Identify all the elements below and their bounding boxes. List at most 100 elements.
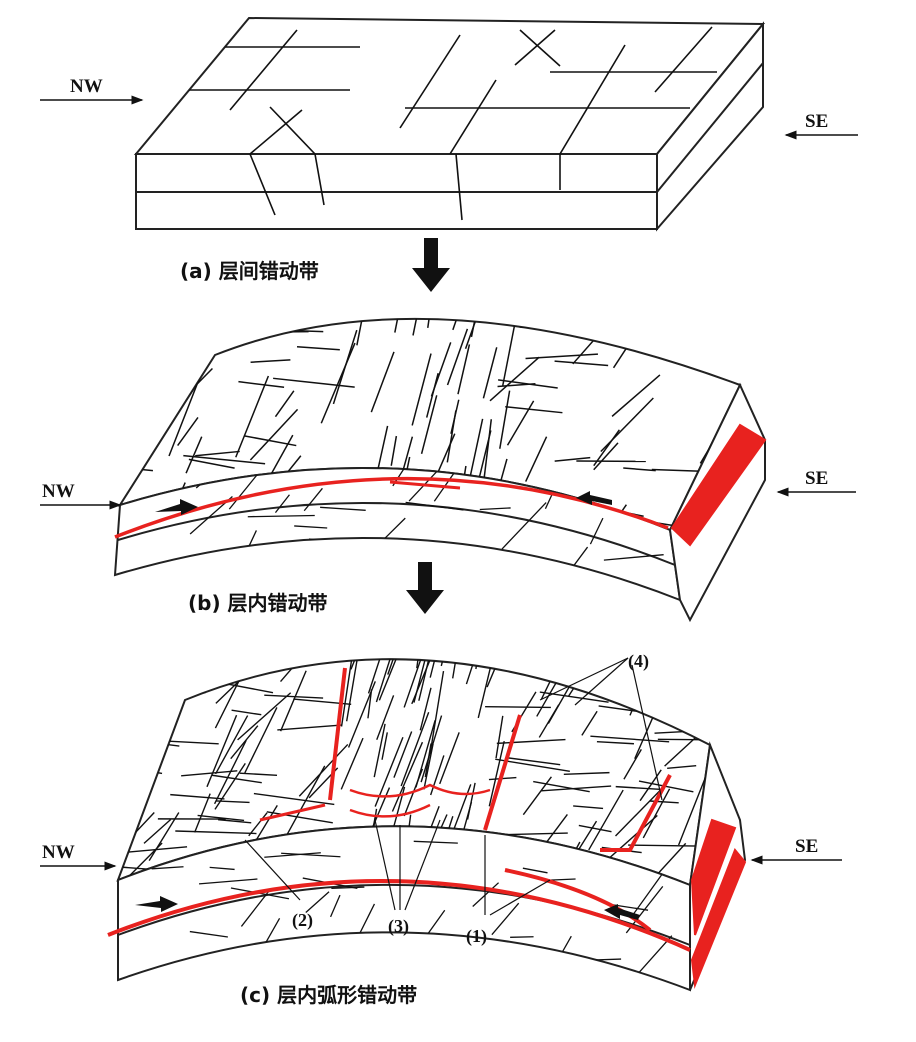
fracture-line [457,344,471,395]
fracture-line [255,944,274,981]
fracture-line [125,342,163,347]
fracture-line [683,703,702,731]
fracture-line [256,637,289,642]
fracture-line [477,591,509,599]
fracture-line [120,423,142,456]
nw-label: NW [42,842,75,863]
fracture-line [118,701,140,745]
fracture-line [593,442,619,471]
fracture-line [253,792,335,806]
fracture-line [504,832,568,836]
fracture-line [420,395,438,455]
fracture-line [347,681,376,748]
fracture-line [213,740,247,805]
panel-a-front-fractures [249,153,561,221]
fracture-line [578,824,612,833]
fracture-line [590,735,670,743]
fracture-line [175,830,257,835]
fracture-line [205,659,223,666]
fracture-line [623,467,656,472]
fracture-line [429,755,445,796]
fracture-line [149,318,192,323]
fracture-line [273,377,355,388]
fracture-line [264,694,324,699]
fracture-line [638,842,687,885]
fracture-line [405,501,464,511]
fracture-line [209,866,235,871]
fracture-line [148,812,180,861]
fracture-line [581,710,598,736]
fracture-line [131,659,185,679]
fracture-line [235,375,270,458]
se-label: SE [805,468,828,489]
se-arrow-b: SE [776,468,856,497]
fracture-line [499,390,511,449]
fracture-line [244,707,278,774]
fracture-line [471,973,497,990]
fracture-line [216,800,250,804]
fracture-line [634,712,656,760]
fracture-line [522,867,548,874]
fracture-line [579,659,625,687]
fracture-line [268,624,319,630]
fracture-line [128,323,154,345]
nw-label: NW [42,481,75,502]
fracture-line [123,415,163,423]
fracture-line [305,891,330,913]
fracture-line [139,637,174,644]
fracture-line [188,458,235,469]
fracture-line [390,435,398,466]
fracture-line [533,780,590,793]
caption-b: (b) 层内错动带 [188,591,328,615]
fracture-line [211,774,262,784]
fracture-line [534,618,574,621]
fracture-line [198,878,258,885]
fracture-line [120,333,164,398]
red-fault-line-b [114,476,669,539]
fracture-line [244,435,297,447]
fracture-line [118,806,135,839]
fracture-line [257,639,325,640]
fracture-line [608,669,628,701]
fracture-line [472,882,500,908]
fracture-line [143,818,172,844]
fracture-line [249,408,299,461]
fracture-line [378,659,403,701]
fracture-line [523,659,595,661]
fracture-line [266,811,333,824]
fracture-line [118,715,175,722]
fracture-line [482,347,498,399]
fracture-line [193,627,268,628]
fracture-line [475,611,490,656]
fracture-line [340,737,364,790]
fracture-line [298,743,349,797]
shear-arrow-right [604,904,640,920]
fracture-line [461,801,473,835]
fracture-line [436,318,452,320]
fracture-line [331,886,365,890]
fracture-line [495,715,504,759]
fracture-line [637,935,673,974]
caption-c: (c) 层内弧形错动带 [240,983,417,1007]
fracture-line [272,624,322,632]
fracture-line [151,866,184,870]
fracture-line [411,353,432,426]
fracture-line [277,724,342,731]
fracture-line [281,852,341,858]
fracture-line [387,659,410,675]
fracture-line [120,659,166,665]
fracture-line [177,416,199,446]
red-fault-face-lower [690,848,747,989]
fracture-line [412,318,421,336]
fracture-line [485,705,551,709]
fracture-line [303,487,323,512]
fracture-line [413,659,429,703]
fracture-line [419,687,432,731]
down-arrow-icon [406,562,444,614]
fracture-line [612,904,649,911]
fracture-line [667,764,697,770]
down-arrow-icon [412,238,450,292]
fracture-line [228,649,274,653]
fracture-line [446,328,469,386]
fracture-line [320,342,356,424]
